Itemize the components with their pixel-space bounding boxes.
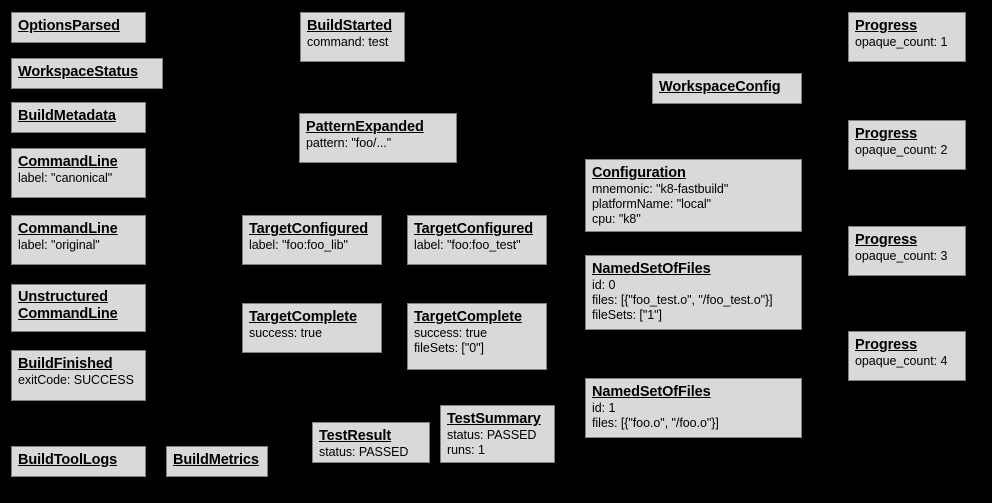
event-node-title: Configuration <box>592 165 686 181</box>
event-node-build-metrics[interactable]: BuildMetrics <box>166 446 268 477</box>
event-node-fields: id: 1 files: [{"foo.o", "/foo.o"}] <box>592 401 719 430</box>
event-node-fields: success: true fileSets: ["0"] <box>414 326 487 355</box>
event-node-title: TargetConfigured <box>414 221 533 237</box>
event-node-fields: label: "original" <box>18 238 100 252</box>
event-node-build-tool-logs[interactable]: BuildToolLogs <box>11 446 146 477</box>
event-node-title: TestResult <box>319 428 392 444</box>
event-node-title: OptionsParsed <box>18 18 120 34</box>
event-node-title: CommandLine <box>18 221 118 237</box>
event-node-fields: exitCode: SUCCESS <box>18 373 134 387</box>
event-node-options-parsed[interactable]: OptionsParsed <box>11 12 146 43</box>
event-node-fields: status: PASSED <box>319 445 409 459</box>
event-node-fields: label: "foo:foo_test" <box>414 238 521 252</box>
event-node-title: BuildStarted <box>307 18 393 34</box>
event-node-title: WorkspaceStatus <box>18 64 138 80</box>
event-node-title: TargetComplete <box>249 309 357 325</box>
event-node-fields: opaque_count: 1 <box>855 35 948 49</box>
event-node-title: NamedSetOfFiles <box>592 261 711 277</box>
event-node-fields: opaque_count: 4 <box>855 354 948 368</box>
event-node-title: WorkspaceConfig <box>659 79 781 95</box>
event-node-title: NamedSetOfFiles <box>592 384 711 400</box>
event-node-title: BuildToolLogs <box>18 452 118 468</box>
event-node-fields: label: "foo:foo_lib" <box>249 238 348 252</box>
event-node-title: TestSummary <box>447 411 541 427</box>
event-node-workspace-status[interactable]: WorkspaceStatus <box>11 58 163 89</box>
event-node-fields: mnemonic: "k8-fastbuild" platformName: "… <box>592 182 729 226</box>
event-node-title: Progress <box>855 18 918 34</box>
event-node-title: Unstructured CommandLine <box>18 289 118 322</box>
event-node-fields: pattern: "foo/..." <box>306 136 392 150</box>
event-node-build-metadata[interactable]: BuildMetadata <box>11 102 146 133</box>
event-node-fields: status: PASSED runs: 1 <box>447 428 537 457</box>
event-node-title: TargetComplete <box>414 309 522 325</box>
event-node-title: Progress <box>855 126 918 142</box>
event-node-fields: opaque_count: 2 <box>855 143 948 157</box>
event-node-title: BuildMetrics <box>173 452 259 468</box>
event-node-title: BuildMetadata <box>18 108 116 124</box>
event-node-fields: label: "canonical" <box>18 171 113 185</box>
event-node-fields: id: 0 files: [{"foo_test.o", "/foo_test.… <box>592 278 773 322</box>
event-node-workspace-config[interactable]: WorkspaceConfig <box>652 73 802 104</box>
event-node-title: BuildFinished <box>18 356 113 372</box>
event-node-title: Progress <box>855 232 918 248</box>
event-node-title: TargetConfigured <box>249 221 368 237</box>
event-node-fields: opaque_count: 3 <box>855 249 948 263</box>
event-node-unstructured-command-line[interactable]: Unstructured CommandLine <box>11 284 146 332</box>
event-node-title: CommandLine <box>18 154 118 170</box>
event-node-title: PatternExpanded <box>306 119 424 135</box>
event-node-fields: command: test <box>307 35 389 49</box>
event-node-title: Progress <box>855 337 918 353</box>
event-node-fields: success: true <box>249 326 322 340</box>
